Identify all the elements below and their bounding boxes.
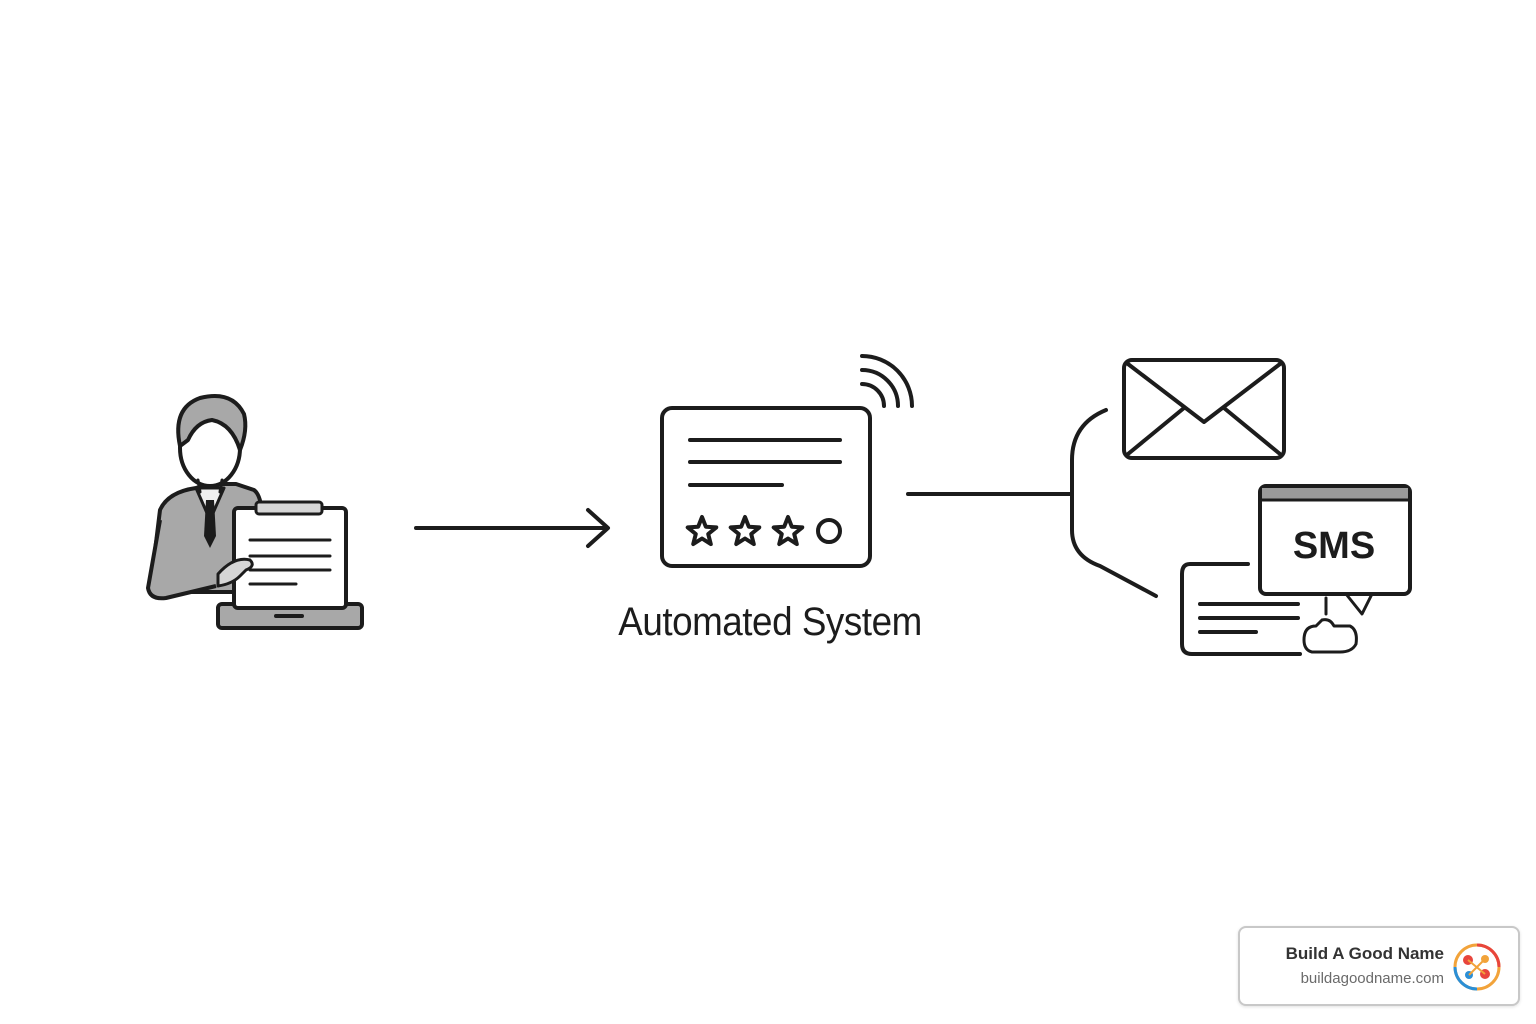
envelope-icon [1122, 358, 1286, 460]
person-with-clipboard-laptop-icon [146, 394, 364, 630]
sms-label: SMS [1293, 525, 1375, 567]
star-icon [728, 515, 762, 547]
brand-badge[interactable]: Build A Good Name buildagoodname.com [1238, 926, 1520, 1006]
wireless-signal-icon [860, 354, 914, 408]
star-icon [685, 515, 719, 547]
automated-system-label: Automated System [618, 600, 922, 644]
branch-connector [906, 408, 1158, 598]
flow-arrow [414, 508, 610, 548]
star-icon [771, 515, 805, 547]
badge-title: Build A Good Name [1285, 944, 1444, 963]
badge-url[interactable]: buildagoodname.com [1300, 970, 1444, 987]
build-a-good-name-logo [1453, 943, 1501, 991]
sms-chat-icon: SMS [1180, 484, 1412, 656]
rating-stars [685, 515, 805, 547]
